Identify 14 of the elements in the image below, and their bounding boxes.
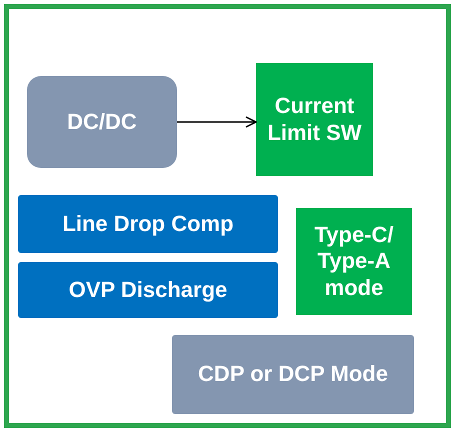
process-box (256, 63, 373, 176)
box-label: Type-C/ Type-A mode (313, 222, 395, 302)
box-label: CDP or DCP Mode (198, 361, 388, 388)
frame-box (4, 4, 451, 428)
process-box (18, 262, 278, 318)
process-box (27, 76, 177, 168)
box-label: OVP Discharge (68, 276, 228, 304)
process-box (18, 195, 278, 253)
process-box (172, 335, 414, 414)
arrow (177, 116, 257, 128)
box-label: DC/DC (67, 108, 137, 136)
box-label: Line Drop Comp (62, 210, 234, 238)
box-label: Current Limit SW (266, 93, 363, 146)
process-box (296, 208, 412, 315)
